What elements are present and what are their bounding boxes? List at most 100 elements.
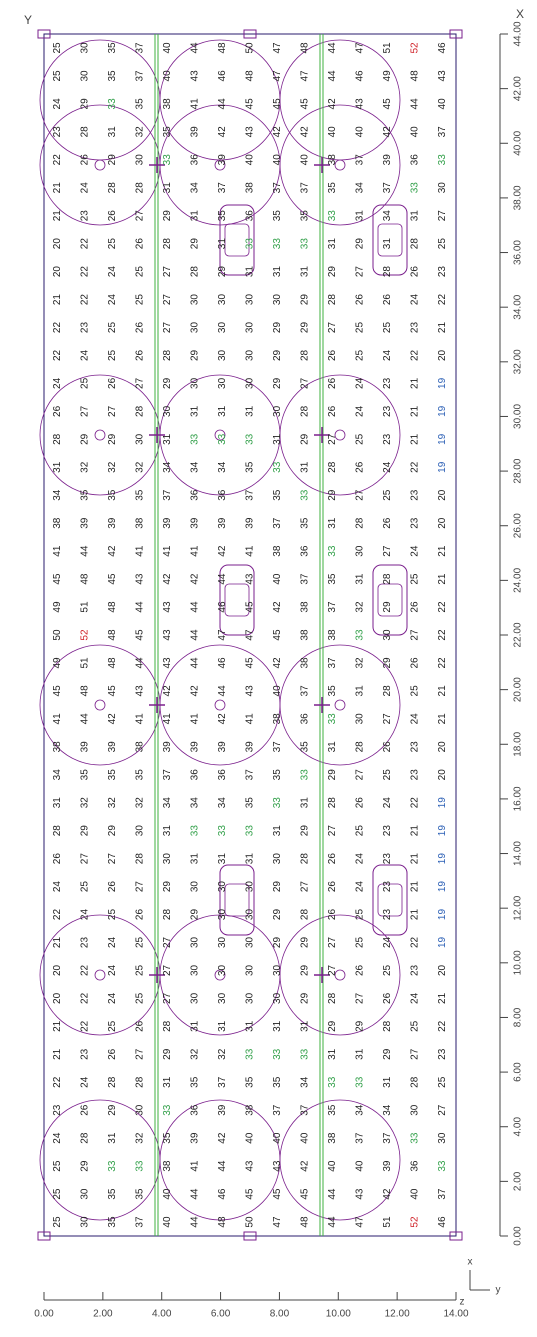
illuminance-value: 27 xyxy=(299,881,310,893)
illuminance-value: 30 xyxy=(135,1104,146,1116)
illuminance-value: 35 xyxy=(299,517,310,529)
illuminance-value: 43 xyxy=(245,1160,256,1172)
illuminance-value: 28 xyxy=(382,1020,393,1032)
illuminance-value: 28 xyxy=(135,853,146,865)
illuminance-value: 38 xyxy=(245,1104,256,1116)
axis-x-label: X xyxy=(516,7,524,21)
illuminance-value: 24 xyxy=(107,936,118,948)
illuminance-value: 42 xyxy=(382,1188,393,1200)
illuminance-value: 42 xyxy=(217,1132,228,1144)
illuminance-value: 30 xyxy=(245,992,256,1004)
illuminance-value: 30 xyxy=(190,992,201,1004)
ruler-x-label: 18.00 xyxy=(513,731,524,756)
illuminance-value: 34 xyxy=(354,182,365,194)
illuminance-value: 46 xyxy=(437,1216,448,1228)
illuminance-value: 41 xyxy=(190,1160,201,1172)
illuminance-value: 25 xyxy=(382,489,393,501)
illuminance-value: 43 xyxy=(135,685,146,697)
illuminance-value: 35 xyxy=(327,573,338,585)
illuminance-value: 27 xyxy=(409,1048,420,1060)
illuminance-value: 26 xyxy=(107,377,118,389)
illuminance-value: 37 xyxy=(272,1104,283,1116)
illuminance-value: 30 xyxy=(190,881,201,893)
illuminance-value: 31 xyxy=(217,853,228,865)
illuminance-value: 19 xyxy=(437,377,448,389)
illuminance-value: 23 xyxy=(382,853,393,865)
illuminance-value: 22 xyxy=(437,601,448,613)
illuminance-value: 29 xyxy=(162,210,173,222)
illuminance-value: 35 xyxy=(80,769,91,781)
illuminance-value: 29 xyxy=(354,1020,365,1032)
illuminance-value: 37 xyxy=(135,70,146,82)
vehicle-cabin xyxy=(377,223,403,257)
illuminance-value: 23 xyxy=(409,741,420,753)
illuminance-value: 31 xyxy=(245,405,256,417)
illuminance-value: 48 xyxy=(107,657,118,669)
illuminance-value: 35 xyxy=(107,489,118,501)
illuminance-value: 40 xyxy=(162,1188,173,1200)
illuminance-value: 42 xyxy=(382,126,393,138)
illuminance-value: 22 xyxy=(437,1020,448,1032)
illuminance-value: 27 xyxy=(162,294,173,306)
illuminance-value: 40 xyxy=(299,154,310,166)
illuminance-value: 43 xyxy=(245,573,256,585)
boundary-pole xyxy=(37,1231,51,1241)
illuminance-value: 25 xyxy=(382,964,393,976)
illuminance-value: 36 xyxy=(190,489,201,501)
illuminance-value: 33 xyxy=(327,1076,338,1088)
illuminance-value: 24 xyxy=(107,294,118,306)
illuminance-value: 28 xyxy=(382,685,393,697)
illuminance-value: 29 xyxy=(162,881,173,893)
illuminance-value: 30 xyxy=(80,1216,91,1228)
illuminance-value: 44 xyxy=(327,70,338,82)
illuminance-value: 45 xyxy=(245,98,256,110)
illuminance-value: 30 xyxy=(272,853,283,865)
illuminance-value: 39 xyxy=(245,517,256,529)
illuminance-value: 19 xyxy=(437,461,448,473)
illuminance-value: 37 xyxy=(382,182,393,194)
illuminance-value: 21 xyxy=(437,685,448,697)
illuminance-value: 28 xyxy=(80,126,91,138)
illuminance-value: 32 xyxy=(135,1132,146,1144)
illuminance-value: 41 xyxy=(245,713,256,725)
illuminance-value: 35 xyxy=(162,1132,173,1144)
illuminance-value: 29 xyxy=(299,992,310,1004)
illuminance-value: 22 xyxy=(52,349,63,361)
illuminance-value: 28 xyxy=(354,517,365,529)
illuminance-value: 37 xyxy=(299,573,310,585)
illuminance-value: 19 xyxy=(437,825,448,837)
luminaire-center-mark xyxy=(94,969,106,981)
illuminance-value: 31 xyxy=(382,1076,393,1088)
illuminance-value: 37 xyxy=(162,769,173,781)
illuminance-value: 24 xyxy=(382,349,393,361)
illuminance-value: 27 xyxy=(162,992,173,1004)
illuminance-value: 48 xyxy=(80,573,91,585)
illuminance-value: 22 xyxy=(80,992,91,1004)
illuminance-value: 30 xyxy=(80,70,91,82)
illuminance-value: 41 xyxy=(135,713,146,725)
illuminance-value: 24 xyxy=(107,964,118,976)
illuminance-value: 42 xyxy=(217,545,228,557)
illuminance-value: 31 xyxy=(299,1020,310,1032)
illuminance-value: 21 xyxy=(409,825,420,837)
illuminance-value: 30 xyxy=(80,1188,91,1200)
ruler-x-label: 10.00 xyxy=(513,950,524,975)
vehicle-outline xyxy=(219,204,255,276)
illuminance-value: 36 xyxy=(409,154,420,166)
illuminance-value: 22 xyxy=(437,294,448,306)
ruler-y-label: 0.00 xyxy=(34,1309,54,1320)
illuminance-value: 33 xyxy=(190,825,201,837)
luminaire-center-mark xyxy=(94,159,106,171)
coverage-circle xyxy=(279,644,401,766)
illuminance-value: 25 xyxy=(135,964,146,976)
illuminance-value: 43 xyxy=(272,1160,283,1172)
illuminance-value: 45 xyxy=(107,685,118,697)
illuminance-value: 35 xyxy=(327,1104,338,1116)
illuminance-value: 24 xyxy=(409,713,420,725)
illuminance-value: 41 xyxy=(52,713,63,725)
illuminance-value: 37 xyxy=(382,1132,393,1144)
luminaire-center-mark xyxy=(334,429,346,441)
ruler-x-label: 26.00 xyxy=(513,513,524,538)
illuminance-value: 20 xyxy=(52,964,63,976)
